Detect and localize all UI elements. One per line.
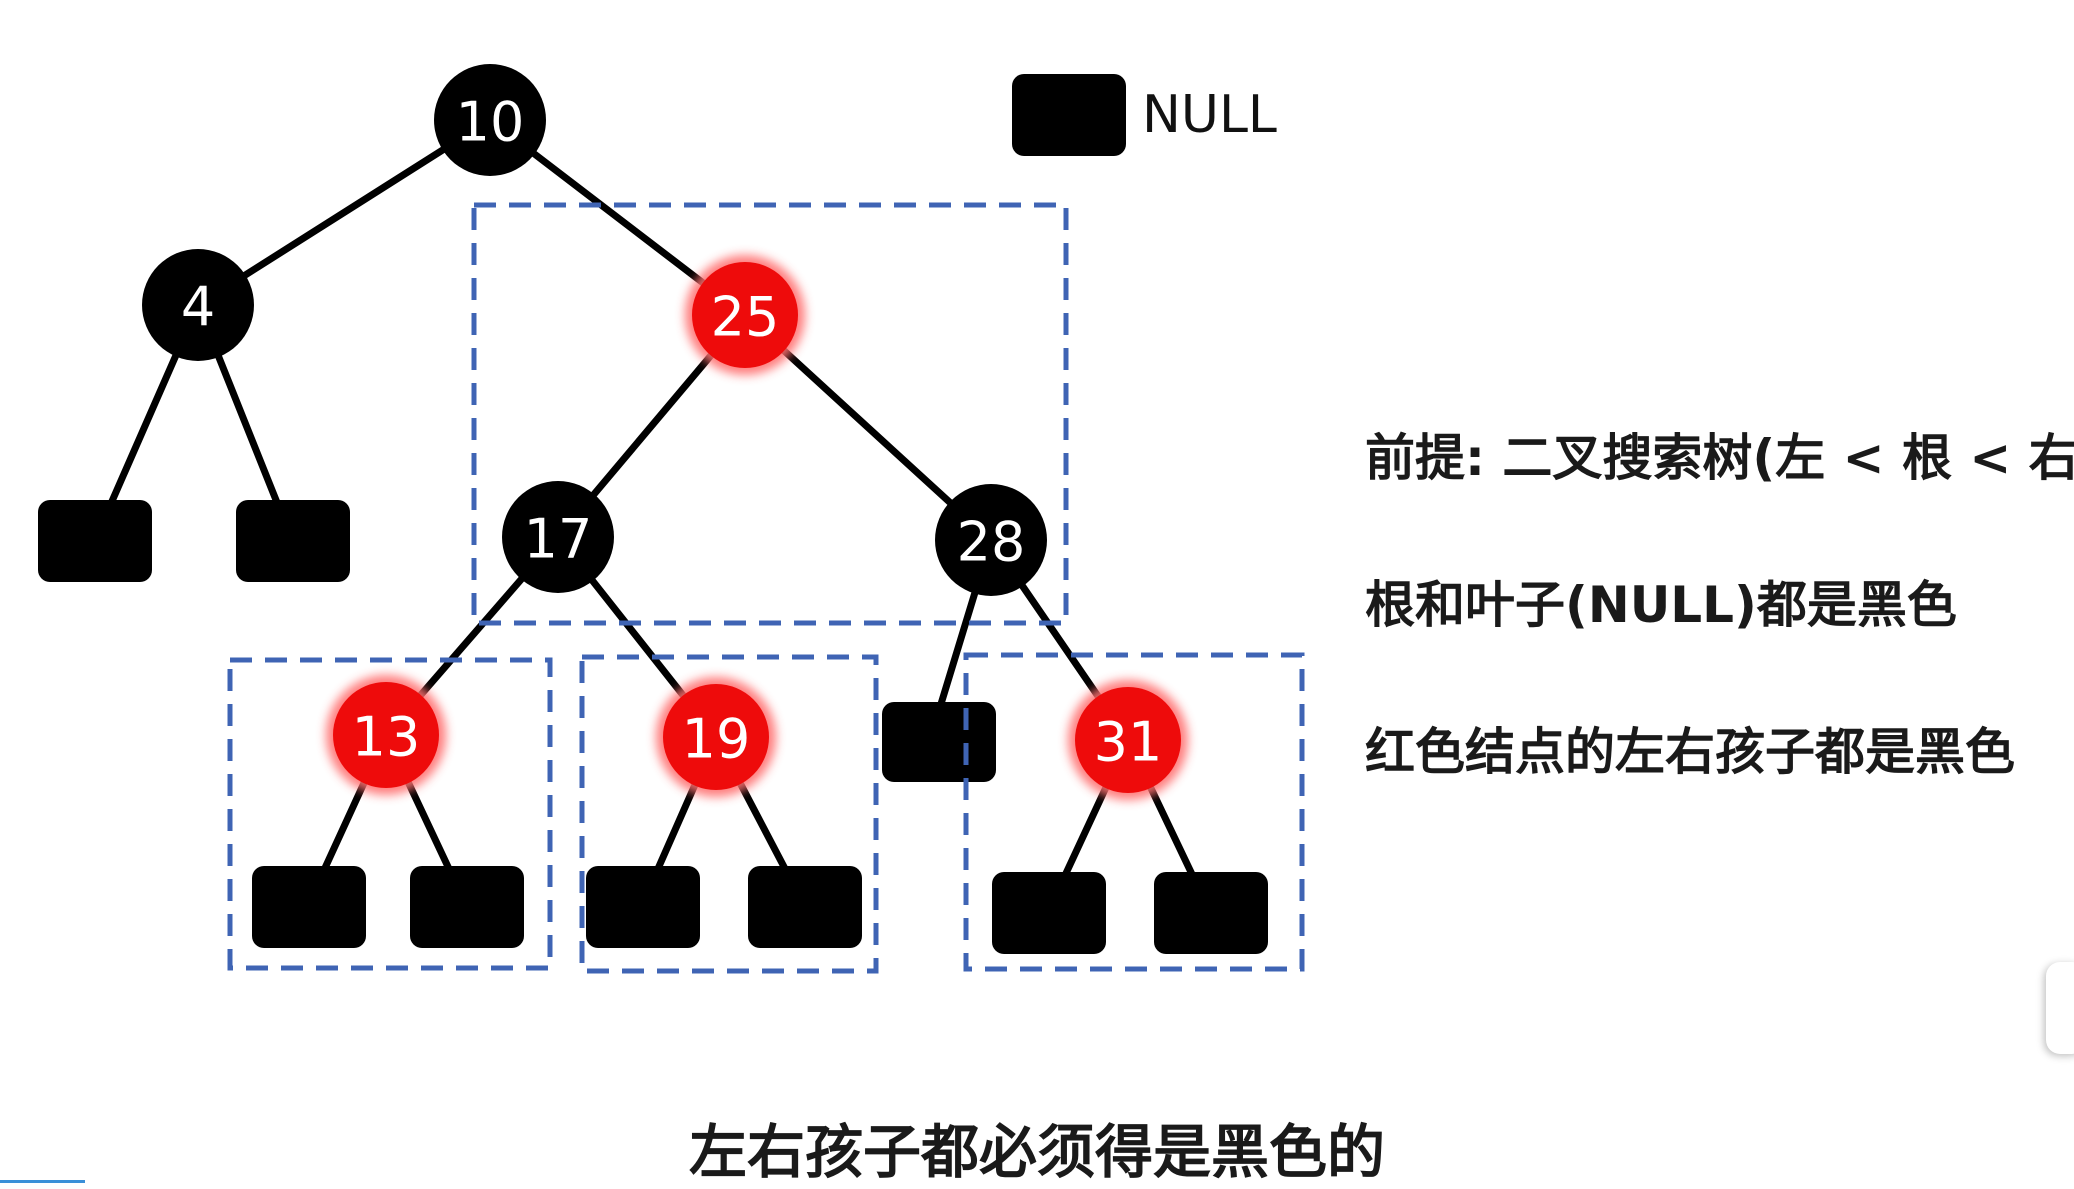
node-label-31: 31	[1094, 711, 1163, 774]
null-leaf	[1154, 872, 1268, 954]
node-13	[333, 682, 439, 788]
null-leaf	[586, 866, 700, 948]
rule-root-leaf-black: 根和叶子(NULL)都是黑色	[1365, 576, 1957, 634]
dashed-highlights	[227, 202, 1305, 974]
dashed-box-31-subtree	[963, 652, 1305, 972]
null-leaf	[748, 866, 862, 948]
node-label-28: 28	[957, 511, 1026, 574]
dashed-box-25-subtree	[471, 202, 1069, 626]
red-nodes	[333, 262, 1181, 793]
subtitle-caption: 左右孩子都必须得是黑色的	[688, 1118, 1385, 1186]
node-label-19: 19	[682, 708, 751, 771]
null-leaves	[38, 500, 1268, 954]
side-panel-tab[interactable]	[2046, 962, 2074, 1054]
node-25	[692, 262, 798, 368]
node-31	[1075, 687, 1181, 793]
node-label-4: 4	[181, 276, 215, 339]
node-labels: 10 4 25 17 28 13 19 31	[181, 91, 1163, 774]
node-4	[142, 249, 254, 361]
progress-line	[0, 1180, 85, 1183]
null-leaf	[410, 866, 524, 948]
legend-null-swatch	[1012, 74, 1126, 156]
rule-red-children-black: 红色结点的左右孩子都是黑色	[1365, 723, 2015, 781]
null-leaf	[992, 872, 1106, 954]
node-10	[434, 64, 546, 176]
legend: NULL	[1012, 74, 1277, 156]
node-19	[663, 684, 769, 790]
null-leaf	[236, 500, 350, 582]
node-label-13: 13	[352, 706, 421, 769]
node-label-10: 10	[456, 91, 525, 154]
node-17	[502, 481, 614, 593]
legend-null-label: NULL	[1142, 85, 1277, 145]
null-leaf	[252, 866, 366, 948]
node-28	[935, 484, 1047, 596]
rule-premise: 前提: 二叉搜索树(左 < 根 < 右)	[1365, 429, 2074, 487]
black-nodes	[142, 64, 1047, 596]
dashed-box-19-subtree	[579, 654, 879, 974]
edge-10-4	[194, 116, 494, 309]
null-leaf	[882, 702, 996, 782]
dashed-box-13-subtree	[227, 657, 553, 971]
node-label-25: 25	[711, 286, 780, 349]
null-leaf	[38, 500, 152, 582]
node-label-17: 17	[524, 508, 593, 571]
